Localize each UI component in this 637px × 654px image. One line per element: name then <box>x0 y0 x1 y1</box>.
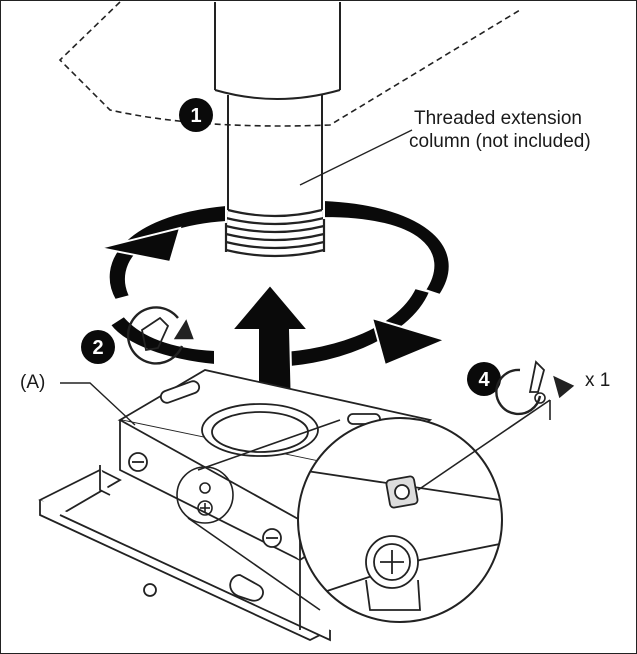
rotation-arrow <box>99 198 451 370</box>
wrench-turn-icon <box>495 360 575 416</box>
detail-circle-large <box>297 399 551 623</box>
column-threads <box>224 208 326 258</box>
column-callout-line1: Threaded extension <box>414 108 582 129</box>
part-a-leader <box>60 382 136 426</box>
bracket-screws <box>128 452 282 548</box>
hand-turn-icon <box>126 306 194 365</box>
extension-column <box>214 2 341 210</box>
step-4-badge: 4 <box>467 362 501 396</box>
step-2-badge: 2 <box>81 330 115 364</box>
svg-text:4: 4 <box>478 369 490 391</box>
quantity-label: x 1 <box>585 370 611 391</box>
detail-circle-small <box>176 419 341 611</box>
svg-text:2: 2 <box>92 337 103 359</box>
column-callout-line2: column (not included) <box>409 131 591 152</box>
step-1-badge: 1 <box>179 98 213 132</box>
svg-text:1: 1 <box>190 105 201 127</box>
column-leader-line <box>299 129 413 186</box>
part-a-label: (A) <box>20 372 46 393</box>
